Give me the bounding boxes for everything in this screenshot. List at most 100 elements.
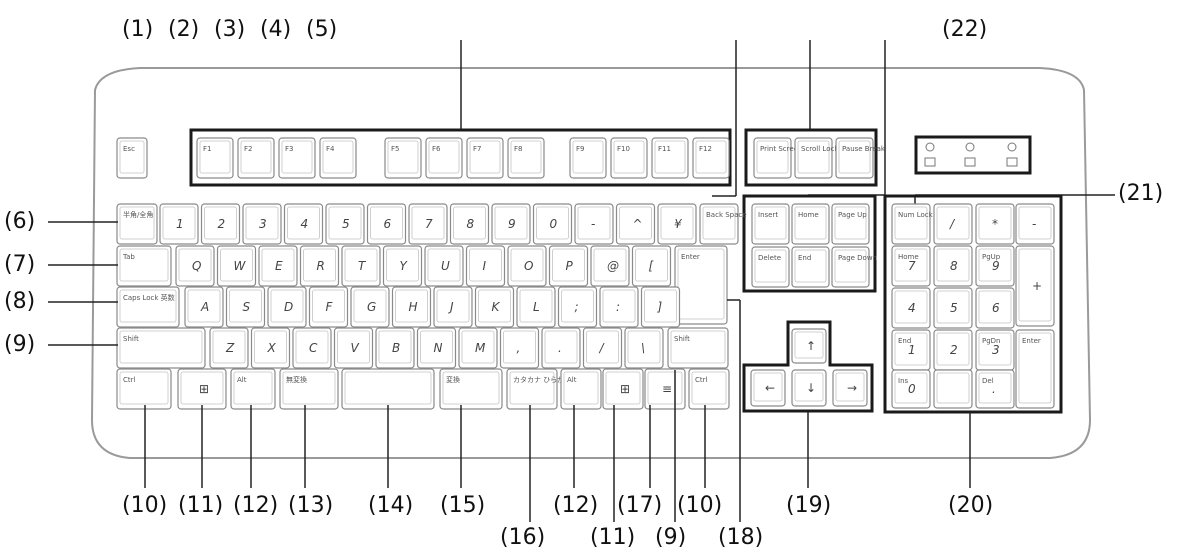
key-label-insert: Insert [758,211,778,219]
key-label-shift-left: Shift [123,335,139,343]
key-alt-left: Alt [230,368,276,410]
key-f4: F4 [319,137,357,179]
key-label-hankaku: 半角/全角 [123,210,153,219]
key-num-6: 6 [975,287,1015,329]
key-row3-8: K [474,286,515,328]
key-row4-4: V [333,327,374,369]
key-num-row-4: 4 [283,203,324,245]
key-insert: Insert [751,203,790,245]
key-num-lock: Num Lock [891,203,934,245]
key-num-multiply: * [975,203,1015,245]
indicator-led-3 [1007,142,1017,152]
key-label-ctrl-right: Ctrl [695,376,708,384]
key-glyph-num-8: 8 [950,259,958,273]
key-row3-9: L [516,286,556,328]
key-num-minus: - [1015,203,1055,245]
key-num-dot: Del. [975,369,1015,409]
key-glyph-row2-9: O [524,259,533,273]
key-row3-11: : [599,286,639,328]
key-alt-right: Alt [560,368,602,410]
indicator-led-1 [925,142,935,152]
key-row4-7: M [458,327,498,369]
key-arrow-left: ← [750,369,786,407]
key-label-muhenkan: 無変換 [286,375,307,384]
key-muhenkan: 無変換 [279,368,339,410]
key-print-screen: Print Screen SysRq [753,137,826,179]
key-backspace: Back Space [699,203,747,245]
key-num-row-6: 6 [366,203,407,245]
callout-1: (1) [122,17,154,42]
key-row2-8: I [465,245,506,287]
indicator-icon-1 [924,157,936,167]
bottom-leader-lines [144,299,971,522]
key-label-tab: Tab [122,253,135,261]
key-label-alt-right: Alt [567,376,577,384]
key-num-divide: / [933,203,973,245]
key-win-right: ⊞ [602,368,644,410]
key-f12: F12 [692,137,730,179]
key-glyph-row4-5: B [392,341,400,355]
key-shift-right: Shift [667,327,729,369]
key-pause: Pause Break [835,137,886,179]
callout-bottom-20: (20) [948,493,994,518]
key-glyph-win-right: ⊞ [620,382,630,396]
key-page-down: Page Down [831,246,877,288]
key-label-alt-left: Alt [237,376,247,384]
key-glyph-row3-4: F [326,300,334,314]
key-label-f4: F4 [326,145,335,153]
key-glyph-row4-6: N [434,341,443,355]
key-num-row-1: 1 [159,203,199,245]
key-glyph-row2-2: W [234,259,247,273]
key-row3-2: S [225,286,266,328]
key-glyph-row3-1: A [200,300,209,314]
key-glyph-row3-12: ] [657,300,663,314]
callout-bottom-19: (19) [786,493,832,518]
callout-bottom-13: (13) [288,493,334,518]
key-f6: F6 [425,137,463,179]
key-label-f7: F7 [473,145,481,153]
key-glyph-row3-5: G [367,300,376,314]
key-num-00 [933,369,973,409]
key-row4-5: B [375,327,415,369]
key-glyph-num-3: 3 [992,343,1000,357]
left-leader-lines [48,221,118,346]
key-row3-1: A [184,286,224,328]
key-row2-12: [ [631,245,672,287]
key-glyph-num-6: 6 [992,301,1000,315]
indicator-icon-2 [964,157,976,167]
indicator-led-2 [965,142,975,152]
callout-bottom-10b: (10) [677,493,723,518]
key-row2-5: T [341,245,381,287]
key-label-kana: カタカナ ひらがな [513,375,571,384]
key-row2-3: E [258,245,298,287]
indicator-icon-3 [1006,157,1018,167]
key-glyph-row2-10: P [566,259,574,273]
key-num-2: 2 [933,329,973,371]
key-glyph-arrow-left: ← [765,381,775,395]
key-glyph-row4-3: C [309,341,318,355]
callout-bottom-12b: (12) [553,493,599,518]
key-esc: Esc [116,137,148,179]
key-label-num-dot: Del [982,377,994,385]
key-f5: F5 [384,137,422,179]
key-num-plus: + [1015,245,1055,327]
callout-bottom-9b: (9) [655,525,687,550]
key-label-end: End [798,254,811,262]
key-row2-7: U [424,245,464,287]
key-label-delete: Delete [758,254,781,262]
key-glyph-num-minus: - [1032,217,1036,231]
key-glyph-menu: ≡ [662,382,672,396]
callout-21: (21) [1118,181,1164,206]
key-glyph-row3-9: L [533,300,540,314]
key-glyph-num-row-7: 7 [425,217,433,231]
key-glyph-win-left: ⊞ [199,382,209,396]
key-glyph-row2-1: Q [192,259,201,273]
key-glyph-num-row-6: 6 [384,217,392,231]
key-delete: Delete [751,246,790,288]
key-row3-12: ] [640,286,681,328]
key-glyph-num-dot: . [992,382,996,396]
key-menu: ≡ [644,368,686,410]
key-glyph-arrow-up: ↑ [806,339,816,353]
